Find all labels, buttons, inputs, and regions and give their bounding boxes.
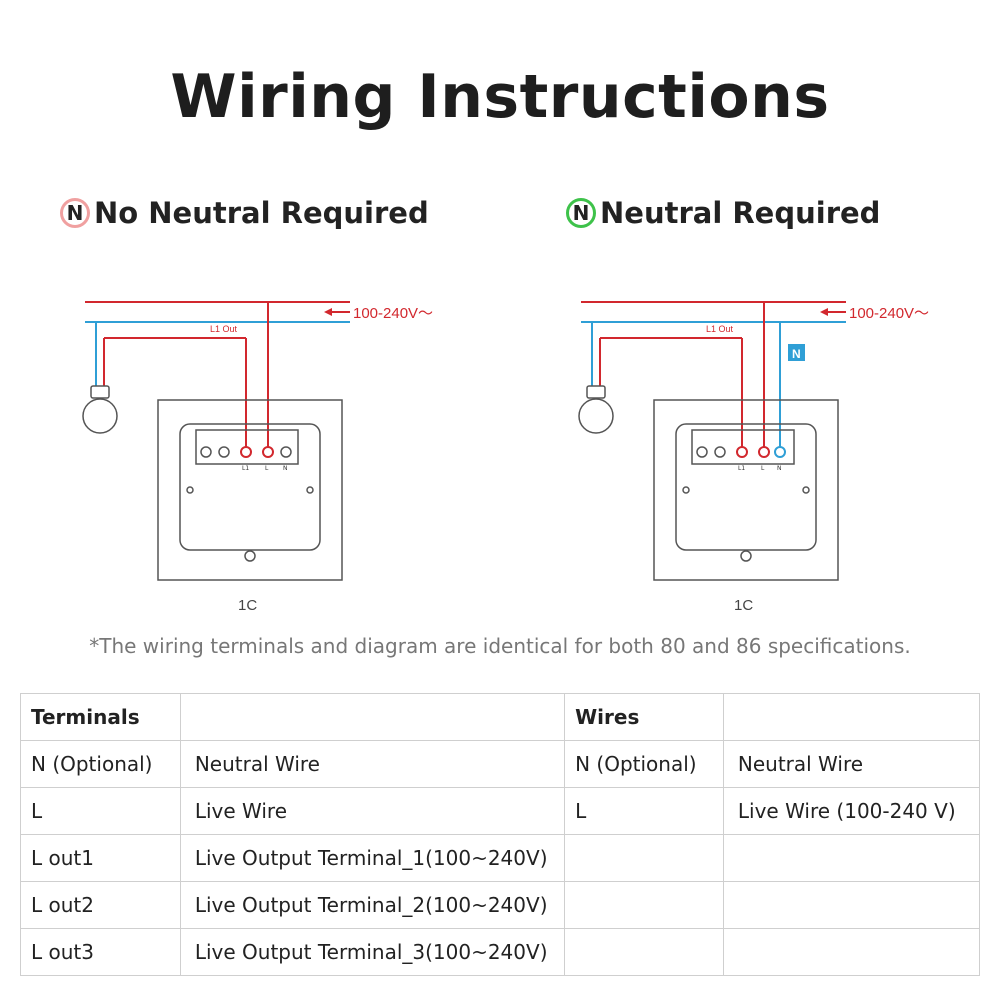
table-cell <box>564 928 724 976</box>
table-cell: Live Output Terminal_1(100~240V) <box>179 834 566 882</box>
wiring-diagram-no-neutral: 100-240V～ L1 Out L1 L N 1C <box>82 301 433 614</box>
terminal-block <box>696 446 786 458</box>
table-cell: Live Output Terminal_3(100~240V) <box>179 928 566 976</box>
terminals-table: Terminals Wires N (Optional) Neutral Wir… <box>20 693 981 976</box>
table-cell: N (Optional) <box>20 740 181 788</box>
table-cell <box>722 881 981 929</box>
no-neutral-badge-icon: N <box>60 198 90 228</box>
terminal-label-n: N <box>777 465 782 472</box>
neutral-tag: N <box>792 347 801 361</box>
table-cell: L <box>564 787 724 835</box>
l1-out-label: L1 Out <box>706 324 734 334</box>
table-cell: L out3 <box>20 928 181 976</box>
table-cell: Live Wire (100-240 V) <box>722 787 981 835</box>
terminal-label-l: L <box>265 465 269 472</box>
table-cell <box>564 834 724 882</box>
table-cell <box>722 928 981 976</box>
switch-body <box>157 399 343 581</box>
wiring-diagram-neutral: 100-240V～ L1 Out N L1 L N 1C <box>578 301 929 614</box>
bulb-icon <box>82 385 118 434</box>
terminal-label-l: L <box>761 465 765 472</box>
table-cell <box>722 693 981 741</box>
neutral-badge-icon: N <box>566 198 596 228</box>
table-cell: Live Output Terminal_2(100~240V) <box>179 881 566 929</box>
terminal-label-l1: L1 <box>242 465 249 472</box>
wires-header: Wires <box>564 693 724 741</box>
l1-out-label: L1 Out <box>210 324 238 334</box>
section-heading-no-neutral: N No Neutral Required <box>60 196 429 230</box>
table-cell <box>722 834 981 882</box>
table-cell: Live Wire <box>179 787 566 835</box>
table-header-row: Terminals Wires <box>20 693 981 741</box>
bulb-icon <box>578 385 614 434</box>
footnote: *The wiring terminals and diagram are id… <box>89 634 911 658</box>
table-cell: Neutral Wire <box>722 740 981 788</box>
table-row: N (Optional) Neutral Wire N (Optional) N… <box>20 740 981 788</box>
page-title: Wiring Instructions <box>170 62 830 132</box>
table-cell: N (Optional) <box>564 740 724 788</box>
table-cell <box>564 881 724 929</box>
neutral-tag-icon <box>788 344 805 361</box>
table-cell: L out1 <box>20 834 181 882</box>
terminals-header: Terminals <box>20 693 181 741</box>
section-heading-neutral: N Neutral Required <box>566 196 880 230</box>
model-label: 1C <box>238 597 257 614</box>
terminal-label-l1: L1 <box>738 465 745 472</box>
switch-body <box>653 399 839 581</box>
table-row: L out3 Live Output Terminal_3(100~240V) <box>20 928 981 976</box>
table-cell: L <box>20 787 181 835</box>
terminal-block <box>200 446 292 458</box>
voltage-label: 100-240V～ <box>849 305 929 322</box>
no-neutral-heading: No Neutral Required <box>94 196 429 230</box>
table-row: L out1 Live Output Terminal_1(100~240V) <box>20 834 981 882</box>
table-cell <box>179 693 566 741</box>
model-label: 1C <box>734 597 753 614</box>
table-row: L out2 Live Output Terminal_2(100~240V) <box>20 881 981 929</box>
terminal-label-n: N <box>283 465 288 472</box>
table-row: L Live Wire L Live Wire (100-240 V) <box>20 787 981 835</box>
voltage-label: 100-240V～ <box>353 305 433 322</box>
table-cell: Neutral Wire <box>179 740 566 788</box>
table-cell: L out2 <box>20 881 181 929</box>
neutral-heading: Neutral Required <box>600 196 881 230</box>
